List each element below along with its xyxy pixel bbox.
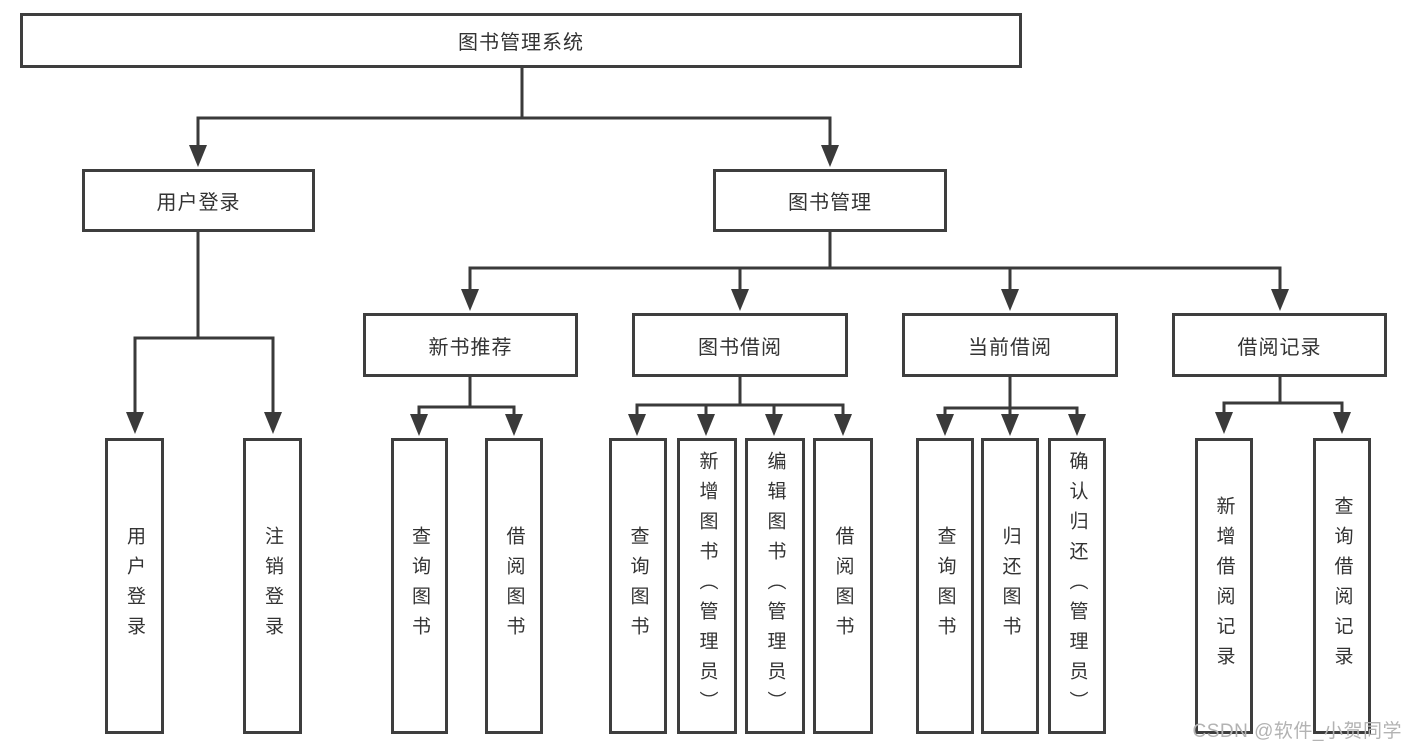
node-book-borrow: 图书借阅 xyxy=(632,313,848,377)
leaf-borrow-books-borrow: 借阅图书 xyxy=(813,438,873,734)
connector-mgmt-to-level2 xyxy=(461,230,1289,311)
node-book-management-label: 图书管理 xyxy=(788,192,872,214)
node-book-borrow-label: 图书借阅 xyxy=(698,336,782,359)
leaf-add-book-admin-label: 新增图书（管理员） xyxy=(696,451,718,721)
leaf-confirm-return-admin: 确认归还（管理员） xyxy=(1048,438,1106,734)
leaf-user-login-label: 用户登录 xyxy=(124,526,145,646)
node-new-book-recommend-label: 新书推荐 xyxy=(428,336,513,359)
node-user-login-label: 用户登录 xyxy=(156,192,241,214)
leaf-logout-login: 注销登录 xyxy=(243,438,302,734)
connector-borrow-to-leaves xyxy=(628,375,852,436)
node-book-management: 图书管理 xyxy=(713,169,947,232)
connector-newbooks-to-leaves xyxy=(410,375,523,436)
leaf-user-login: 用户登录 xyxy=(105,438,164,734)
leaf-borrow-books-newbooks: 借阅图书 xyxy=(485,438,543,734)
leaf-logout-login-label: 注销登录 xyxy=(262,526,283,646)
leaf-add-borrow-record-label: 新增借阅记录 xyxy=(1213,496,1235,676)
leaf-query-books-newbooks: 查询图书 xyxy=(391,438,448,734)
leaf-query-books-borrow-label: 查询图书 xyxy=(627,526,649,646)
node-new-book-recommend: 新书推荐 xyxy=(363,313,578,377)
connector-current-to-leaves xyxy=(936,375,1086,436)
node-library-system: 图书管理系统 xyxy=(20,13,1022,68)
leaf-query-books-current-label: 查询图书 xyxy=(934,526,956,646)
node-current-borrow: 当前借阅 xyxy=(902,313,1118,377)
connector-root-to-level1 xyxy=(189,65,839,167)
leaf-edit-book-admin-label: 编辑图书（管理员） xyxy=(764,451,786,721)
leaf-borrow-books-borrow-label: 借阅图书 xyxy=(832,526,854,646)
node-user-login: 用户登录 xyxy=(82,169,315,232)
connector-login-to-leaves xyxy=(126,230,282,434)
node-current-borrow-label: 当前借阅 xyxy=(968,336,1052,359)
leaf-return-books-label: 归还图书 xyxy=(999,526,1021,646)
leaf-return-books: 归还图书 xyxy=(981,438,1039,734)
leaf-add-borrow-record: 新增借阅记录 xyxy=(1195,438,1253,734)
node-borrow-records-label: 借阅记录 xyxy=(1237,336,1322,359)
leaf-add-book-admin: 新增图书（管理员） xyxy=(677,438,737,734)
leaf-query-books-borrow: 查询图书 xyxy=(609,438,667,734)
leaf-query-borrow-record: 查询借阅记录 xyxy=(1313,438,1371,734)
watermark-text: CSDN @软件_小贺同学 xyxy=(1192,721,1402,742)
leaf-edit-book-admin: 编辑图书（管理员） xyxy=(745,438,805,734)
leaf-query-books-newbooks-label: 查询图书 xyxy=(409,526,430,646)
connector-records-to-leaves xyxy=(1215,375,1351,434)
node-library-system-label: 图书管理系统 xyxy=(458,32,584,54)
leaf-query-books-current: 查询图书 xyxy=(916,438,974,734)
node-borrow-records: 借阅记录 xyxy=(1172,313,1387,377)
leaf-confirm-return-admin-label: 确认归还（管理员） xyxy=(1066,451,1088,721)
leaf-query-borrow-record-label: 查询借阅记录 xyxy=(1331,496,1353,676)
leaf-borrow-books-newbooks-label: 借阅图书 xyxy=(503,526,525,646)
